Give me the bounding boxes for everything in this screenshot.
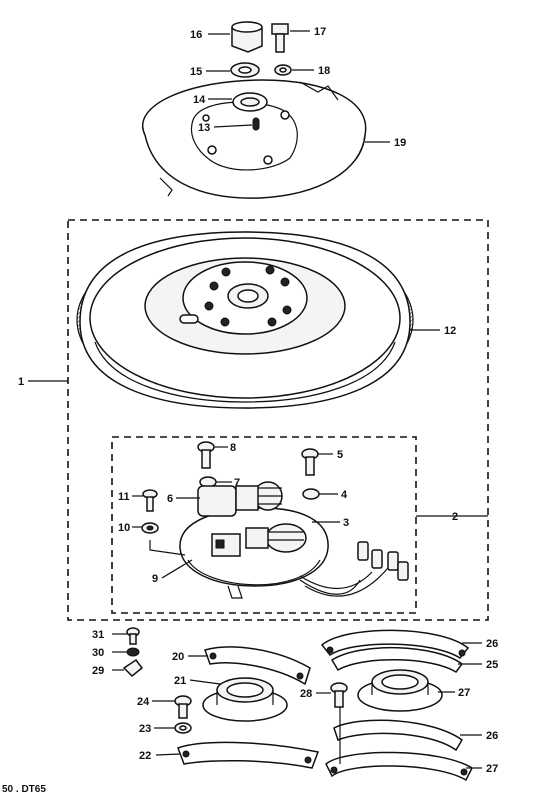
label-9: 9 [152,573,158,585]
label-27-lower: 27 [486,763,498,775]
label-15: 15 [190,66,202,78]
screw-28 [330,682,348,708]
retainer-27-lower [325,751,473,782]
bracket-22 [177,741,320,769]
screw-24 [174,695,192,719]
label-4: 4 [341,489,348,501]
washer-10 [141,522,159,534]
washer-4 [302,488,320,500]
assembly-1-boundary [67,219,489,621]
screw-5 [301,448,319,476]
screw-11 [142,489,158,512]
nut-16 [231,21,263,53]
label-14: 14 [193,94,206,106]
label-11: 11 [118,491,130,503]
label-6: 6 [167,493,173,505]
collar-27-upper [357,669,443,712]
label-8: 8 [230,442,236,454]
cover-plate-19 [142,79,367,199]
label-1: 1 [18,376,24,388]
label-28: 28 [300,688,312,700]
label-5: 5 [337,449,343,461]
label-22: 22 [139,750,151,762]
label-13: 13 [198,122,210,134]
label-21: 21 [174,675,186,687]
label-18: 18 [318,65,330,77]
washer-18 [274,64,292,76]
label-10: 10 [118,522,130,534]
clip-29 [122,658,144,678]
collar-21 [202,677,288,722]
bolt-17 [271,23,289,53]
screw-31 [126,627,140,645]
retainer-26-lower [333,719,463,752]
label-19: 19 [394,137,406,149]
leader-lines [28,30,488,769]
label-27-upper: 27 [458,687,470,699]
retainer-25 [330,647,464,673]
label-31: 31 [92,629,104,641]
washer-30 [126,647,140,657]
stator-coil-assembly [179,481,329,599]
label-17: 17 [314,26,326,38]
washer-23 [174,722,192,734]
label-2: 2 [452,511,458,523]
label-26-lower: 26 [486,730,498,742]
label-3: 3 [343,517,349,529]
label-7: 7 [234,477,240,489]
part-labels: 16 17 15 18 14 13 19 1 12 8 5 7 4 6 11 1… [18,26,498,775]
bracket-20 [204,646,311,686]
label-16: 16 [190,29,202,41]
label-23: 23 [139,723,151,735]
label-25: 25 [486,659,498,671]
flywheel-12 [76,231,414,409]
wire-harness [299,541,409,597]
screw-8 [197,441,215,469]
label-12: 12 [444,325,456,337]
washer-15 [230,62,260,78]
label-20: 20 [172,651,184,663]
retainer-26-upper [320,629,470,659]
label-30: 30 [92,647,104,659]
label-24: 24 [137,696,150,708]
footer-label: 50 . DT65 [2,784,46,794]
label-29: 29 [92,665,104,677]
label-26-upper: 26 [486,638,498,650]
